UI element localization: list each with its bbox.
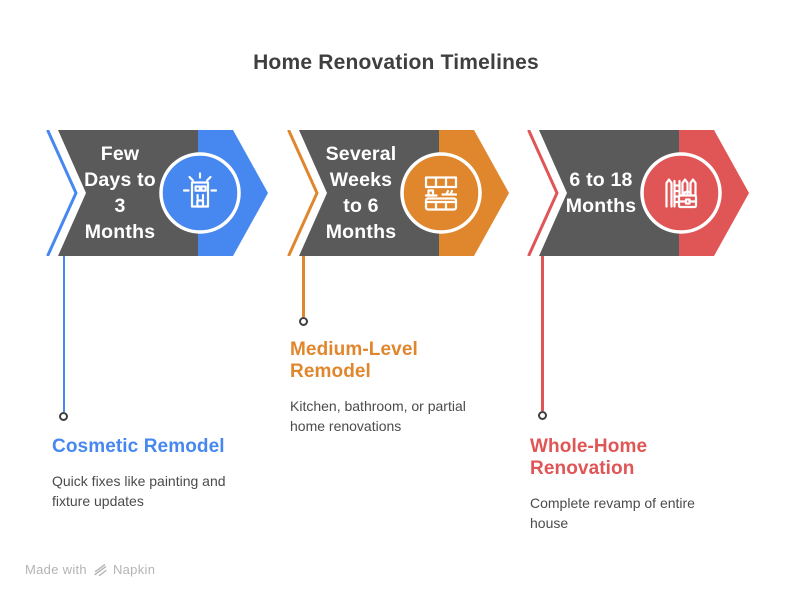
- accent-chevron: [527, 130, 559, 256]
- timeline-step-1: Few Days to 3 Months: [45, 130, 270, 256]
- step-text-3: Whole-Home Renovation Complete revamp of…: [530, 436, 748, 533]
- arrow-body: [539, 130, 679, 256]
- step-heading-3: Whole-Home Renovation: [530, 436, 648, 479]
- timeline-step-2: Several Weeks to 6 Months: [286, 130, 511, 256]
- time-range-label: Few Days to 3 Months: [84, 143, 156, 243]
- step-text-2: Medium-Level Remodel Kitchen, bathroom, …: [290, 339, 508, 436]
- icon-circle: [400, 152, 482, 234]
- icon-circle: [159, 152, 241, 234]
- step-heading-1: Cosmetic Remodel: [52, 436, 225, 457]
- time-range-label: Several Weeks to 6 Months: [325, 143, 397, 243]
- made-with-text: Made with: [25, 561, 87, 577]
- time-range-label: 6 to 18 Months: [565, 169, 637, 217]
- connector-endpoint-marker-3: [537, 411, 547, 420]
- page-title: Home Renovation Timelines: [253, 51, 539, 74]
- fence-ladder-toolbox-icon: [665, 178, 698, 209]
- step-description-3: Complete revamp of entire house: [530, 495, 695, 531]
- arrow-shape-1: [46, 130, 268, 256]
- step-text-1: Cosmetic Remodel Quick fixes like painti…: [52, 436, 270, 511]
- connector-line-2: [302, 256, 305, 317]
- icon-circle: [640, 152, 722, 234]
- arrow-shape-2: [287, 130, 509, 256]
- arrow-body: [58, 130, 198, 256]
- arrow-body: [299, 130, 439, 256]
- kitchen-cabinets-icon: [424, 176, 458, 211]
- accent-chevron: [287, 130, 319, 256]
- connector-line-3: [541, 256, 544, 411]
- connector-endpoint-marker-1: [59, 412, 68, 421]
- connector-line-1: [62, 256, 66, 412]
- building-sparkle-icon: [182, 172, 218, 208]
- step-description-2: Kitchen, bathroom, or partial home renov…: [290, 398, 466, 434]
- brand-text: Napkin: [112, 561, 156, 577]
- attribution: Made with Napkin: [25, 561, 155, 577]
- timeline-step-3: 6 to 18 Months: [526, 130, 751, 256]
- arrow-shape-3: [527, 130, 749, 256]
- napkin-logo-icon: [94, 564, 107, 577]
- connector-endpoint-marker-2: [298, 317, 308, 326]
- accent-chevron: [46, 130, 78, 256]
- step-description-1: Quick fixes like painting and fixture up…: [52, 473, 226, 509]
- step-heading-2: Medium-Level Remodel: [290, 339, 418, 382]
